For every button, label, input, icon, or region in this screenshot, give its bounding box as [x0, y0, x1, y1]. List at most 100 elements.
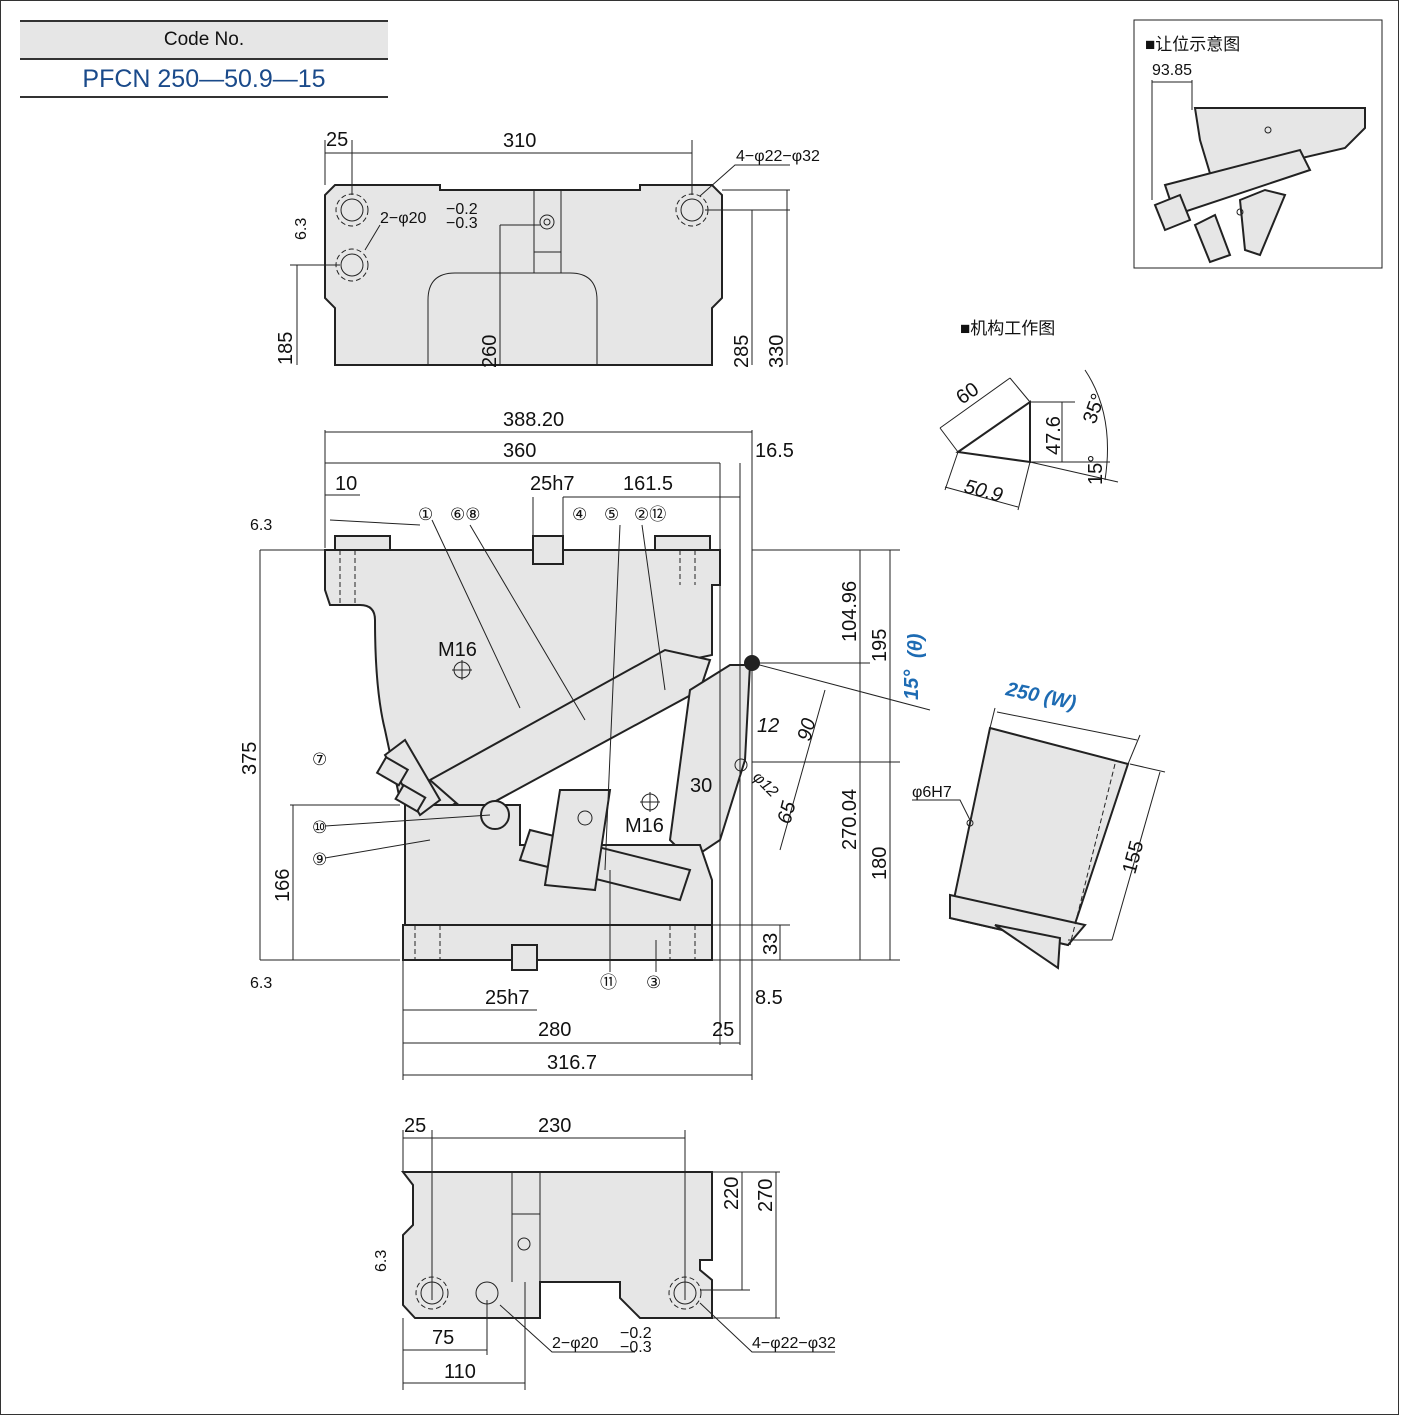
front-dim-104-96: 104.96 [839, 581, 861, 642]
front-m16-upper: M16 [438, 639, 477, 661]
top-hole-2 [340, 253, 364, 277]
top-plate-slot [533, 190, 562, 273]
front-dim-12: 12 [757, 715, 779, 737]
part-label-5: ⑤ [604, 505, 619, 524]
mechanism-triangle [955, 400, 1031, 464]
mech-dim-47-6: 47.6 [1043, 416, 1065, 455]
bottom-dim-holes-2: 2−φ20 [552, 1335, 599, 1352]
front-dim-25h7-bottom: 25h7 [485, 987, 530, 1009]
front-dim-8-5: 8.5 [755, 987, 783, 1009]
bottom-plate-outline [400, 1171, 713, 1319]
front-view: 388.20 360 16.5 10 25h7 161.5 104.96 195… [239, 409, 931, 1080]
top-dim-tol-lower: −0.3 [446, 215, 478, 232]
bottom-dim-tol-lower: −0.3 [620, 1339, 652, 1356]
upper-key-center [532, 535, 564, 565]
mechanism-diagram: ■机构工作图 60 47.6 35° 15° 50.9 [939, 319, 1119, 511]
part-label-4: ④ [572, 505, 587, 524]
front-dim-316-7: 316.7 [547, 1052, 597, 1074]
bottom-dim-220: 220 [721, 1177, 743, 1210]
bottom-roughness: 6.3 [373, 1250, 390, 1272]
top-dim-holes-4: 4−φ22−φ32 [736, 148, 820, 165]
mechanism-title: ■机构工作图 [960, 319, 1055, 338]
driver-block [668, 664, 752, 862]
front-dim-360: 360 [503, 440, 536, 462]
lower-plate [402, 924, 713, 961]
front-dim-161-5: 161.5 [623, 473, 673, 495]
front-dim-270-04: 270.04 [839, 789, 861, 850]
top-plate-outline [324, 184, 723, 366]
front-roughness-bottom: 6.3 [250, 975, 272, 992]
iso-block-wedge [994, 924, 1062, 970]
top-dim-tol-upper: −0.2 [446, 201, 478, 218]
front-roughness-top: 6.3 [250, 517, 272, 534]
relief-block [1238, 188, 1287, 257]
front-m16-lower: M16 [625, 815, 664, 837]
relief-title: ■让位示意图 [1145, 35, 1240, 54]
code-box: Code No. PFCN 250—50.9—15 [20, 20, 388, 98]
iso-hole-label: φ6H7 [912, 784, 952, 801]
top-plate-cutout [427, 272, 598, 365]
part-label-9: ⑨ [312, 850, 327, 869]
top-dim-330: 330 [766, 335, 788, 368]
code-label: Code No. [20, 20, 388, 60]
top-dim-285: 285 [731, 335, 753, 368]
front-dim-280: 280 [538, 1019, 571, 1041]
bottom-bolt [517, 1237, 531, 1251]
front-dim-65: 65 [774, 798, 801, 826]
front-dim-phi12: φ12 [749, 769, 781, 801]
upper-key-right [654, 535, 711, 551]
front-dim-166: 166 [272, 869, 294, 902]
part-label-11: ⑪ [600, 973, 617, 992]
iso-width-var: (W) [1042, 686, 1078, 714]
relief-diagram: ■让位示意图 93.85 [1133, 19, 1383, 269]
mech-dim-60: 60 [952, 378, 983, 409]
front-dim-25h7-top: 25h7 [530, 473, 575, 495]
bottom-view: 25 230 220 270 75 110 2−φ20 −0.2 −0.3 4−… [373, 1115, 836, 1390]
top-dim-25: 25 [326, 129, 348, 151]
top-hole-3 [680, 198, 704, 222]
bottom-dim-270: 270 [755, 1179, 777, 1212]
relief-frame [1133, 19, 1383, 269]
mech-dim-15deg: 15° [1085, 455, 1107, 485]
bottom-dim-tol-upper: −0.2 [620, 1325, 652, 1342]
front-dim-388: 388.20 [503, 409, 564, 431]
iso-height: 155 [1119, 838, 1149, 876]
iso-width: 250 [1003, 678, 1041, 707]
top-dim-holes-2: 2−φ20 [380, 210, 427, 227]
bottom-dim-holes-4: 4−φ22−φ32 [752, 1335, 836, 1352]
part-label-2-12: ②⑫ [634, 505, 666, 524]
top-dim-185: 185 [275, 332, 297, 365]
top-dim-310: 310 [503, 130, 536, 152]
top-hole-1 [340, 198, 364, 222]
bottom-dim-75: 75 [432, 1327, 454, 1349]
front-dim-30: 30 [690, 775, 712, 797]
relief-dim: 93.85 [1152, 62, 1192, 79]
code-value: PFCN 250—50.9—15 [20, 60, 388, 98]
upper-key-left [334, 535, 391, 551]
bottom-dim-25: 25 [404, 1115, 426, 1137]
front-dim-16-5: 16.5 [755, 440, 794, 462]
front-dim-180: 180 [869, 847, 891, 880]
cam-pad [543, 789, 612, 892]
front-dim-25: 25 [712, 1019, 734, 1041]
part-label-7: ⑦ [312, 750, 327, 769]
lower-key [511, 944, 538, 971]
relief-driver [1193, 213, 1232, 264]
roller [480, 800, 510, 830]
part-label-3: ③ [646, 973, 661, 992]
top-view: 25 310 4−φ22−φ32 2−φ20 −0.2 −0.3 185 260… [275, 129, 820, 368]
part-label-1: ① [418, 505, 433, 524]
iso-block-bottom [949, 893, 1087, 947]
part-label-6-8: ⑥⑧ [450, 505, 480, 524]
front-dim-10: 10 [335, 473, 357, 495]
relief-lower [1153, 193, 1192, 232]
front-dim-theta: (θ) [905, 633, 927, 658]
front-dim-33: 33 [760, 933, 782, 955]
bottom-dim-110: 110 [444, 1361, 476, 1383]
front-dim-195: 195 [869, 629, 891, 662]
front-dim-15deg: 15° [901, 669, 923, 700]
front-dim-375: 375 [239, 742, 261, 775]
top-roughness: 6.3 [293, 218, 310, 240]
